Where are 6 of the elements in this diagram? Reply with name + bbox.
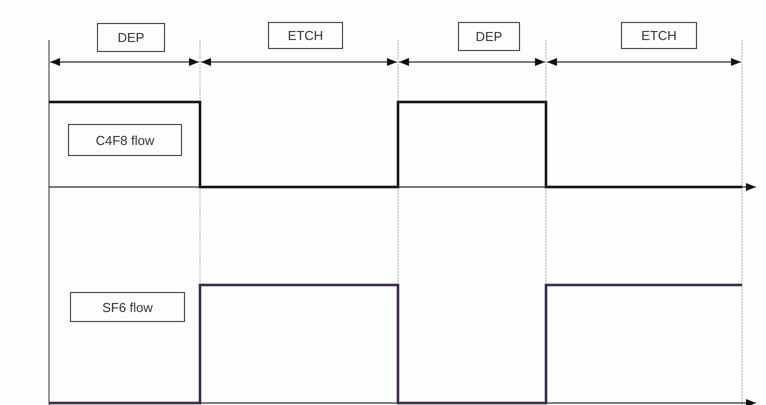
signal-label: C4F8 flow xyxy=(68,124,182,156)
phase-label: ETCH xyxy=(268,22,343,49)
phase-label: DEP xyxy=(458,22,520,51)
phase-label: DEP xyxy=(97,23,165,52)
signal-label: SF6 flow xyxy=(70,292,185,322)
phase-label: ETCH xyxy=(621,22,697,49)
